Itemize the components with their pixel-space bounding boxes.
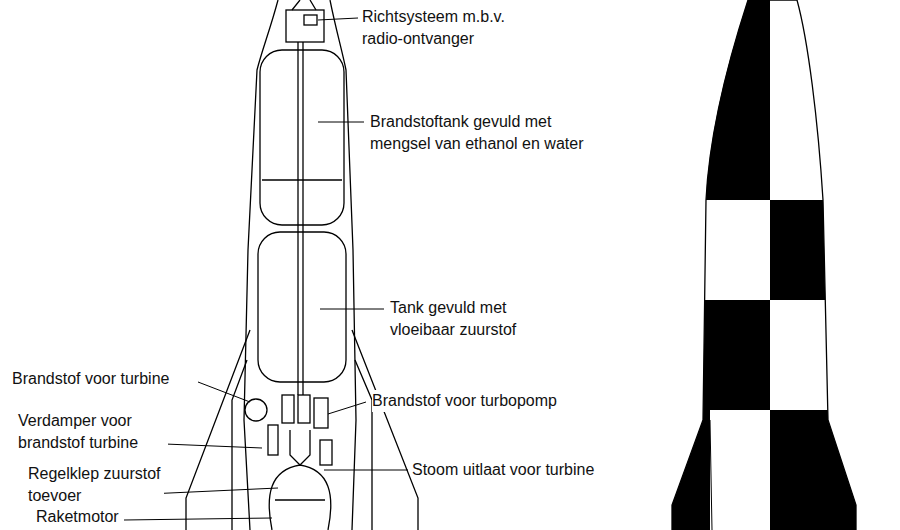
part-label: Raketmotor: [36, 506, 119, 528]
part-label: Stoom uitlaat voor turbine: [412, 459, 594, 481]
part-label: Tank gevuld met vloeibaar zuurstof: [390, 297, 552, 341]
painted-rocket-outline: [672, 0, 856, 530]
part-label: Brandstof voor turbine: [12, 368, 169, 390]
part-label: Brandstof voor turbopomp: [372, 390, 557, 412]
cutaway-rocket: [186, 0, 418, 530]
part-label: Regelklep zuurstof toevoer: [28, 463, 164, 507]
painted-rocket: [660, 0, 870, 530]
part-label: Verdamper voor brandstof turbine: [18, 410, 168, 454]
part-label: Brandstoftank gevuld met mengsel van eth…: [370, 111, 608, 155]
part-label: Richtsysteem m.b.v. radio-ontvanger: [362, 6, 524, 50]
fin-lines: [710, 420, 822, 530]
